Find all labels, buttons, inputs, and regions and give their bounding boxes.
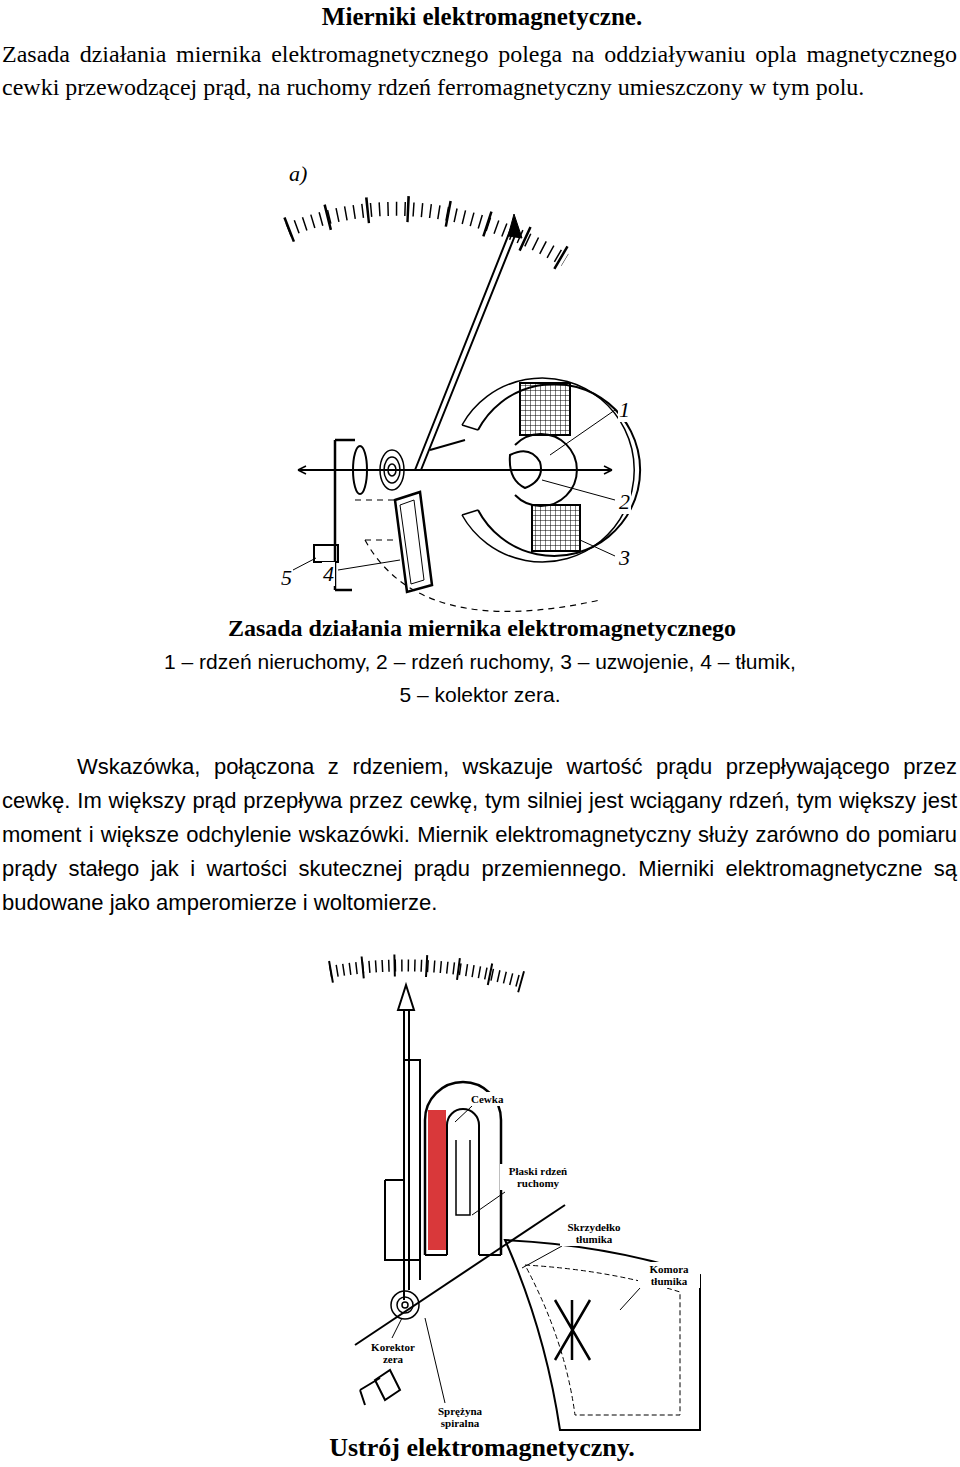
part-label: Komora tłumika — [638, 1262, 700, 1288]
figure-letter: a) — [288, 162, 308, 186]
part-label: Korektor zera — [364, 1340, 422, 1366]
part-label: Skrzydełko tłumika — [560, 1220, 628, 1246]
figure-a — [288, 209, 640, 612]
callout-number: 3 — [618, 546, 631, 570]
part-label: Cewka — [470, 1092, 504, 1106]
page-title: Mierniki elektromagnetyczne. — [2, 2, 960, 32]
body-paragraph: Zasada działania miernika elektromagnety… — [2, 38, 957, 104]
figure-title: Zasada działania miernika elektromagnety… — [2, 613, 960, 643]
callout-number: 1 — [618, 398, 631, 422]
callout-number: 4 — [322, 562, 335, 586]
part-label: Sprężyna spiralna — [430, 1404, 490, 1430]
callout-number: 5 — [280, 566, 293, 590]
part-label: Płaski rdzeń ruchomy — [500, 1164, 576, 1190]
figure-legend: 1 – rdzeń nieruchomy, 2 – rdzeń ruchomy,… — [160, 645, 800, 711]
figure-structure — [330, 965, 700, 1430]
callout-number: 2 — [618, 490, 631, 514]
figure-caption: Ustrój elektromagnetyczny. — [2, 1433, 960, 1463]
body-paragraph: Wskazówka, połączona z rdzeniem, wskazuj… — [2, 750, 957, 920]
